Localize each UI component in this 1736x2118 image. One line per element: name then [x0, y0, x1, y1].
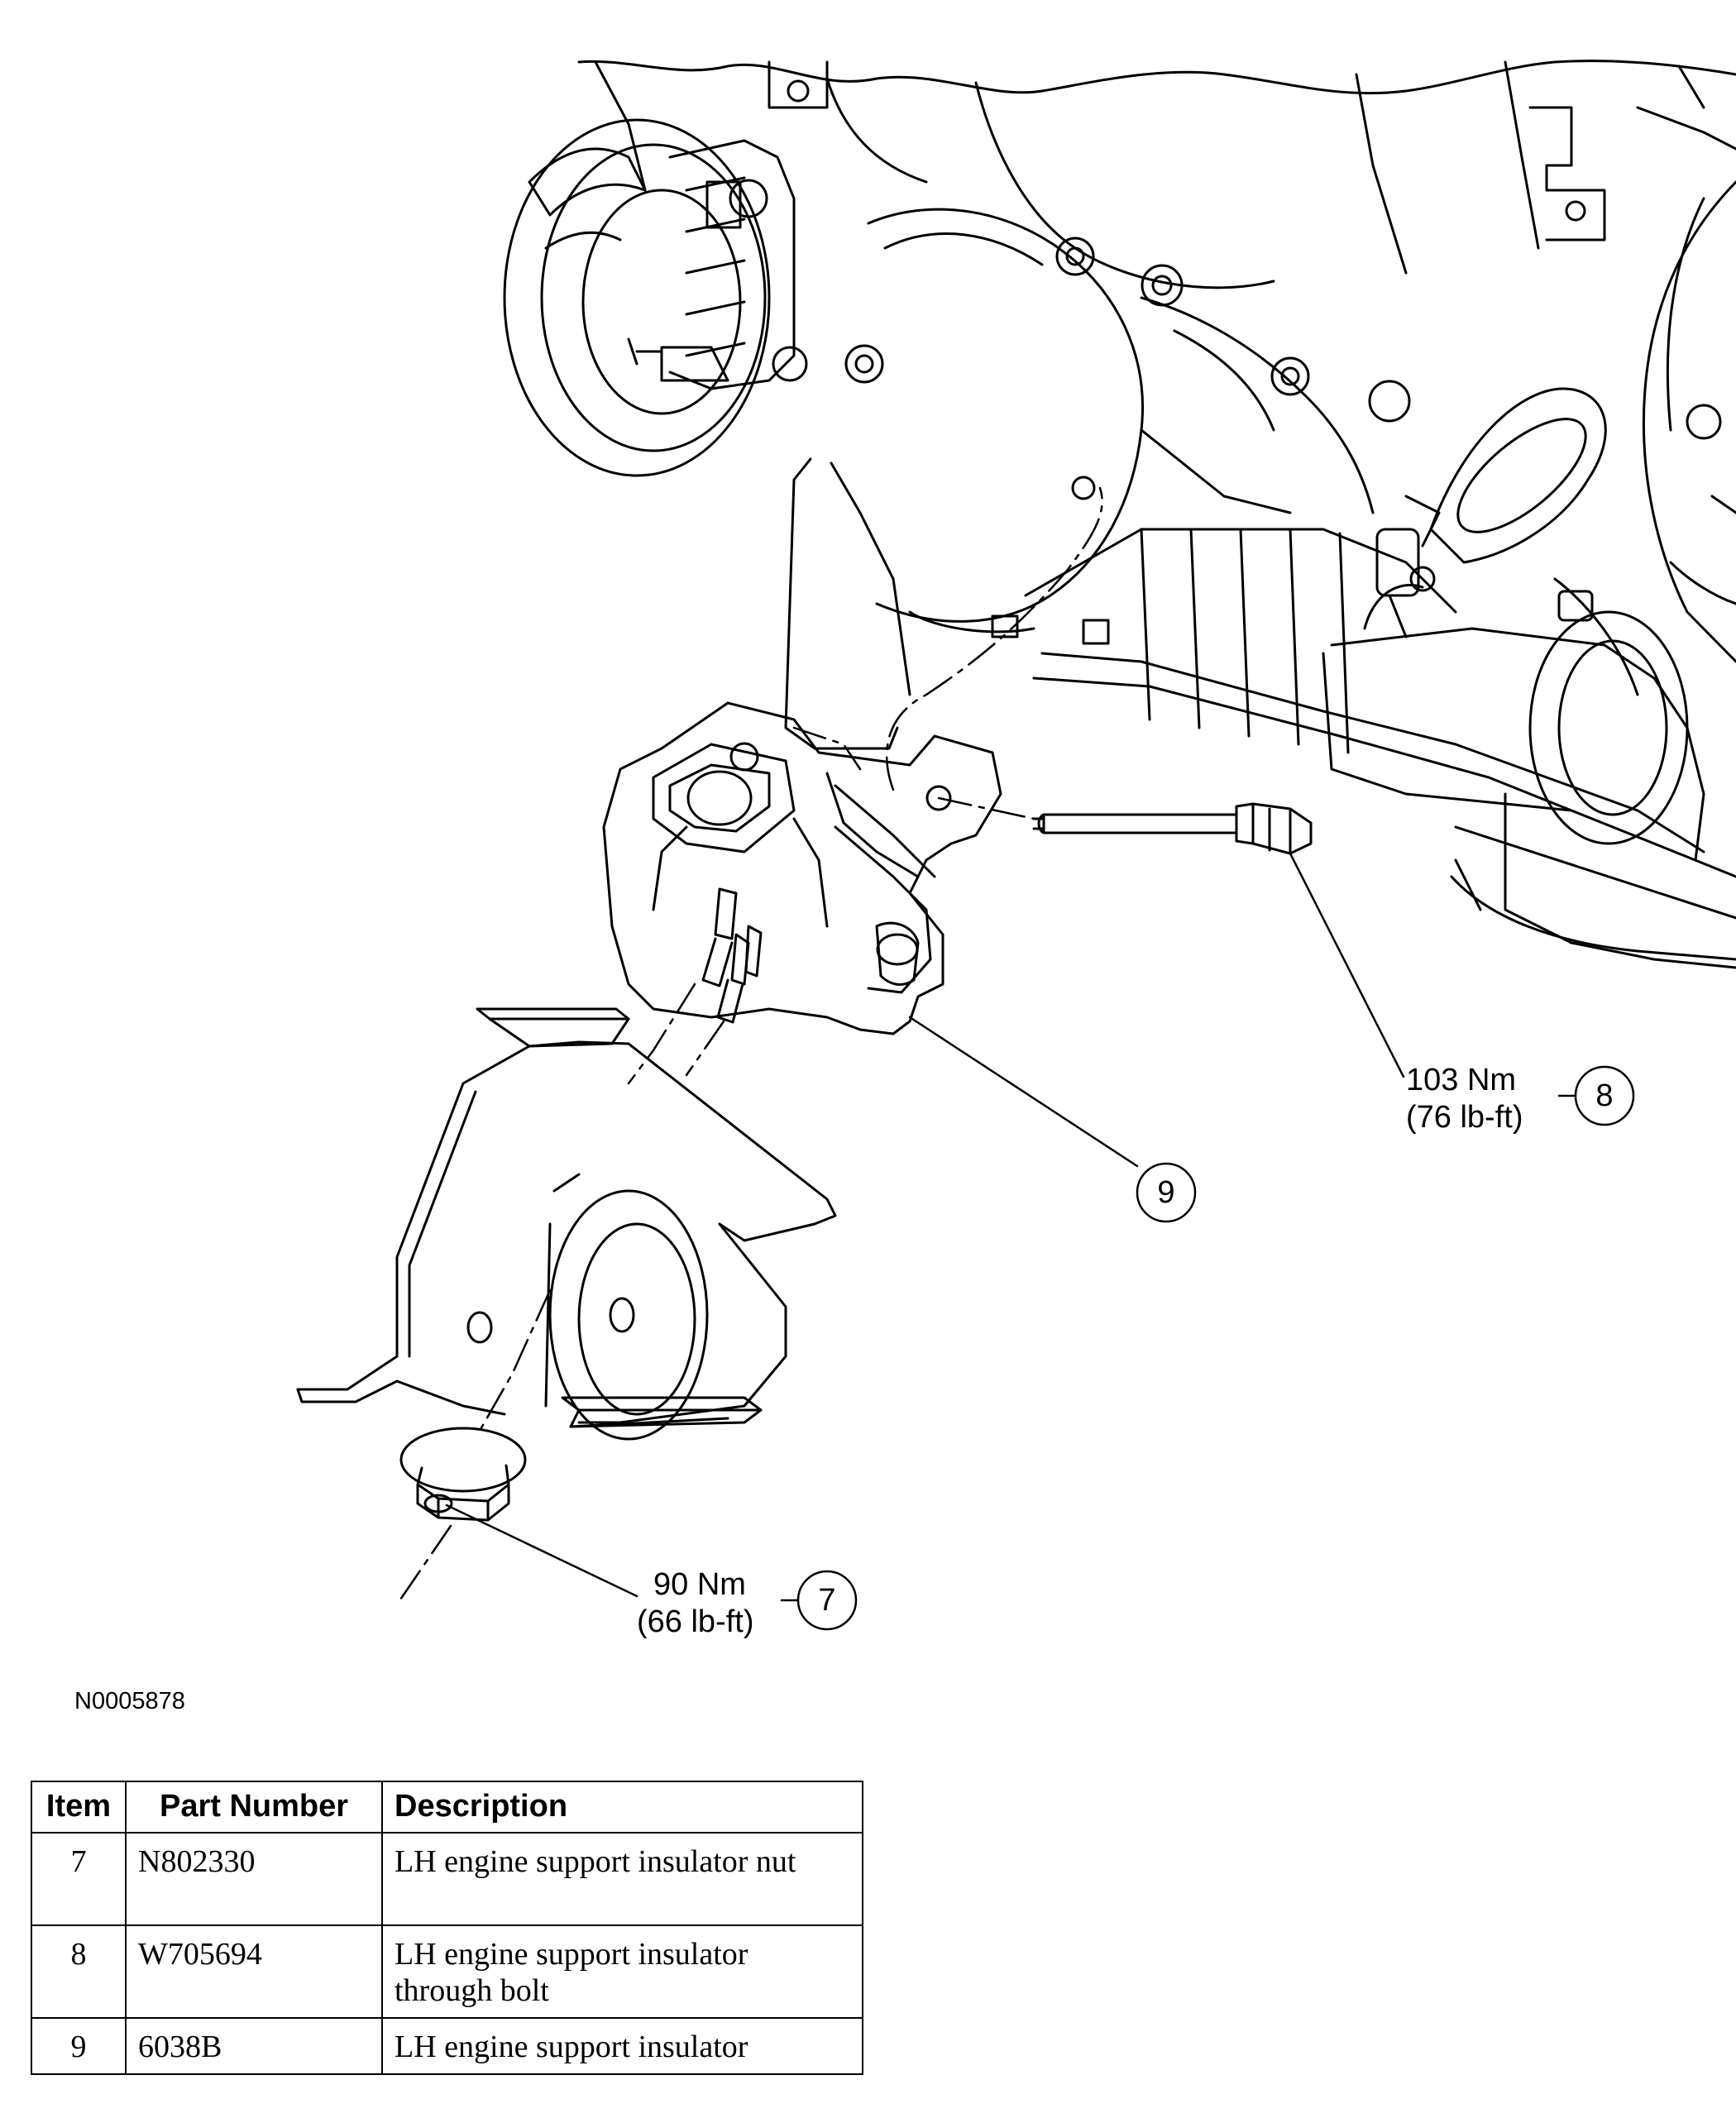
- callout-circle-9: 9: [1136, 1162, 1197, 1223]
- cell-description: LH engine support insulator through bolt: [381, 1924, 863, 2019]
- table-row: 7 N802330 LH engine support insulator nu…: [31, 1832, 863, 1926]
- figure-id: N0005878: [74, 1688, 185, 1714]
- torque-label-8-lbft: (76 lb-ft): [1406, 1100, 1523, 1135]
- assembly-centerlines: [395, 486, 1103, 1606]
- header-part-number: Part Number: [125, 1781, 383, 1834]
- callout-leader-lines: [445, 852, 1577, 1602]
- callout-circle-8: 8: [1574, 1065, 1635, 1126]
- lower-frame-mount-bracket: [296, 1007, 837, 1441]
- cell-part-number: 6038B: [125, 2017, 383, 2075]
- through-bolt-drawing: [1032, 802, 1313, 855]
- callout-number-7: 7: [818, 1583, 835, 1618]
- cell-item: 7: [31, 1832, 127, 1926]
- lh-engine-support-insulator-bracket: [602, 457, 1002, 1035]
- torque-label-7-nm: 90 Nm: [653, 1567, 746, 1602]
- callout-number-9: 9: [1157, 1175, 1174, 1210]
- table-row: 8 W705694 LH engine support insulator th…: [31, 1924, 863, 2019]
- torque-label-7-lbft: (66 lb-ft): [637, 1604, 753, 1639]
- table-row: 9 6038B LH engine support insulator: [31, 2017, 863, 2075]
- cell-part-number: W705694: [125, 1924, 383, 2019]
- header-description: Description: [381, 1781, 863, 1834]
- support-insulator-nut-drawing: [399, 1427, 527, 1522]
- cell-description: LH engine support insulator nut: [381, 1832, 863, 1926]
- header-item: Item: [31, 1781, 127, 1834]
- cell-item: 8: [31, 1924, 127, 2019]
- callout-number-8: 8: [1595, 1078, 1613, 1113]
- cell-part-number: N802330: [125, 1832, 383, 1926]
- torque-label-8-nm: 103 Nm: [1406, 1063, 1516, 1097]
- callout-circle-7: 7: [796, 1570, 858, 1631]
- parts-table-header-row: Item Part Number Description: [31, 1781, 863, 1834]
- cell-item: 9: [31, 2017, 127, 2075]
- parts-table: Item Part Number Description 7 N802330 L…: [31, 1781, 863, 2075]
- engine-assembly-drawing: [503, 60, 1736, 969]
- cell-description: LH engine support insulator: [381, 2017, 863, 2075]
